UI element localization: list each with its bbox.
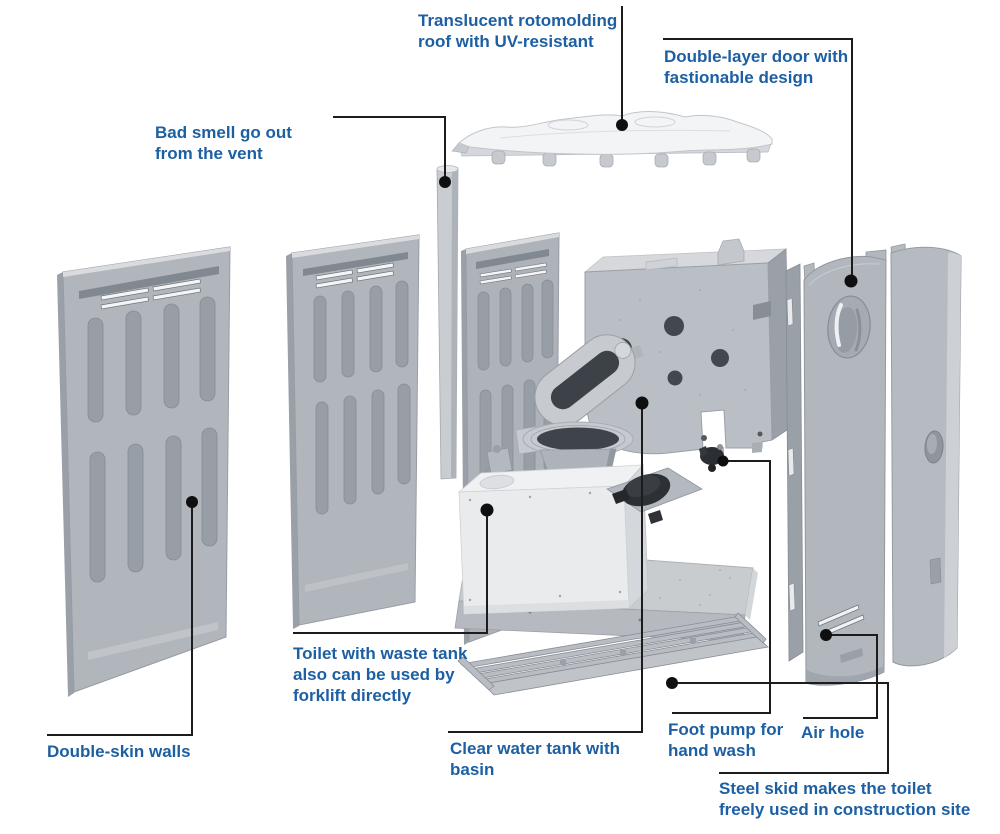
leader-door <box>663 38 853 281</box>
door-handle-recess <box>827 295 871 359</box>
dot-vent <box>439 176 451 188</box>
dot-toilet <box>480 503 494 517</box>
wall-1-vent-slats <box>100 278 201 310</box>
dot-door <box>844 274 858 288</box>
label-roof: Translucent rotomolding roof with UV-res… <box>418 11 618 51</box>
leader-lines <box>47 6 889 774</box>
dot-steel-skid <box>666 677 678 689</box>
foot-pump <box>606 467 703 524</box>
wall-2-vent-slats <box>315 262 394 289</box>
air-hole-opening <box>924 430 944 464</box>
leader-toilet <box>293 510 488 634</box>
wall-3-slots <box>477 279 556 487</box>
leader-steel-skid <box>672 682 889 774</box>
roof-panel <box>451 111 773 168</box>
steel-skid <box>457 612 769 696</box>
leader-foot-pump <box>672 460 771 714</box>
wall-1-slots <box>87 296 218 583</box>
basin-recess <box>479 474 515 490</box>
label-air-hole: Air hole <box>801 723 865 742</box>
label-vent: Bad smell go out from the vent <box>155 123 292 163</box>
label-foot-pump: Foot pump for hand wash <box>668 720 784 760</box>
dot-foot-pump <box>717 455 729 467</box>
roof-feet <box>491 148 761 168</box>
vent-pipe <box>436 165 459 480</box>
toilet-seat-lid <box>534 334 644 426</box>
door-inner-panel <box>803 249 887 686</box>
dot-walls <box>186 496 198 508</box>
water-tank-cabinet <box>457 464 649 615</box>
wall-panel-1 <box>57 246 231 697</box>
label-toilet: Toilet with waste tank also can be used … <box>293 644 468 705</box>
leader-air-hole <box>803 634 878 719</box>
door-air-slats <box>817 604 865 637</box>
dot-water-tank <box>635 396 649 410</box>
leader-vent <box>333 116 446 182</box>
wall-2-slots <box>313 280 411 515</box>
door-outer-panel <box>890 243 962 667</box>
wall-panel-2 <box>286 234 420 629</box>
wall-3-vent-slats <box>479 262 547 285</box>
label-door: Double-layer door with fastionable desig… <box>664 47 849 87</box>
leader-water-tank <box>448 403 643 733</box>
leader-dots <box>186 119 858 689</box>
label-water-tank: Clear water tank with basin <box>450 739 621 779</box>
label-walls: Double-skin walls <box>47 742 191 761</box>
door-hinge-strip <box>785 263 804 662</box>
label-steel-skid: Steel skid makes the toilet freely used … <box>719 779 971 819</box>
dot-air-hole <box>820 629 832 641</box>
leader-walls <box>47 502 193 736</box>
dot-roof <box>616 119 628 131</box>
